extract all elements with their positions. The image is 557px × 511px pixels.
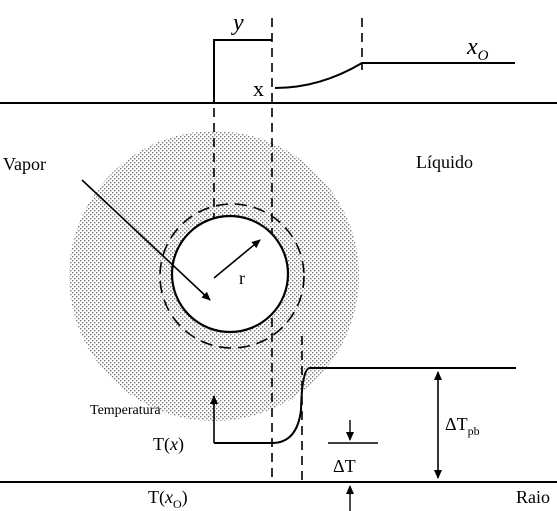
radius-arrow: [213, 239, 261, 279]
vapor-pointer-arrow: [81, 179, 211, 301]
label-vapor: Vapor: [3, 154, 46, 174]
label-x: x: [253, 76, 264, 101]
label-temperatura: Temperatura: [90, 403, 161, 418]
boundary-layer-outline: [159, 203, 305, 349]
concentration-profile: [213, 39, 272, 103]
temperature-profile: [214, 367, 516, 444]
label-r: r: [239, 268, 245, 288]
label-t-x0: T(xO): [148, 487, 188, 511]
label-delta-tpb: ΔTpb: [445, 414, 480, 438]
concentration-profile-curve: [274, 62, 515, 89]
vapor-bubble: [170, 214, 290, 334]
label-t-x: T(x): [153, 434, 184, 455]
label-liquido: Líquido: [416, 152, 473, 172]
label-delta-t: ΔT: [333, 456, 356, 476]
label-y: y: [231, 10, 244, 36]
label-raio: Raio: [516, 487, 550, 507]
label-x0: xO: [466, 34, 489, 64]
